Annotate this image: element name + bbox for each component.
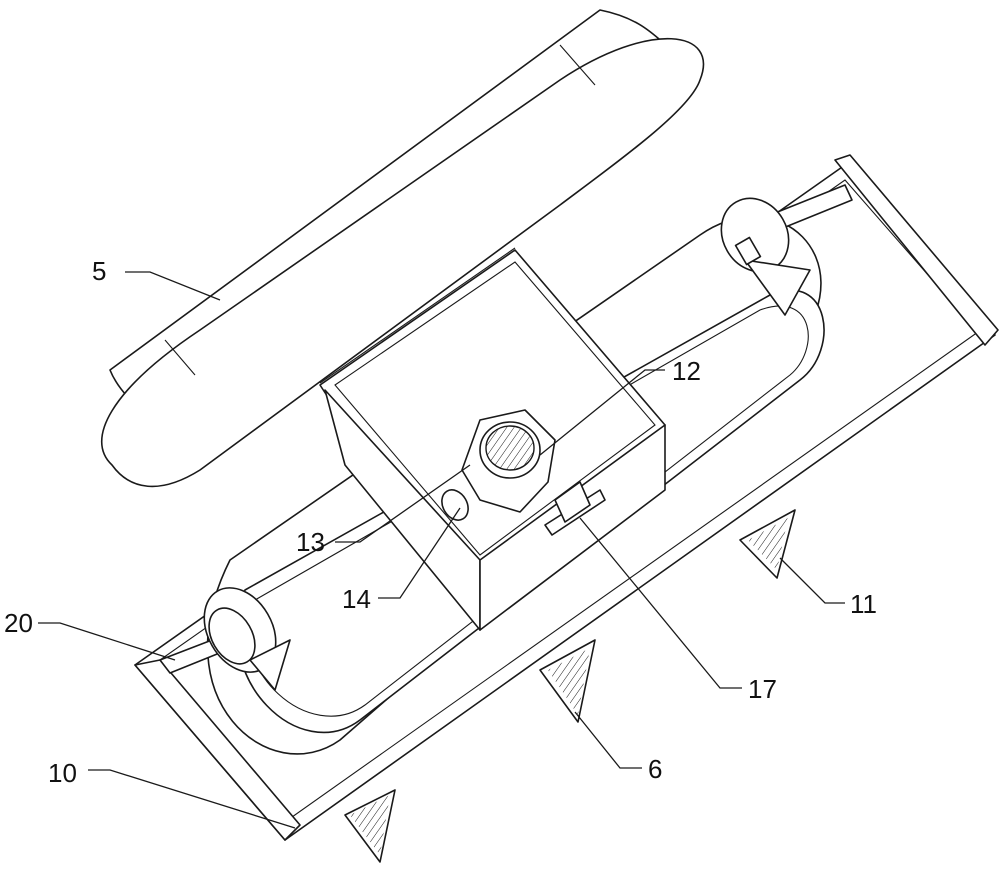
label-10: 10	[48, 758, 77, 788]
label-11: 11	[850, 589, 877, 619]
label-20: 20	[4, 608, 33, 638]
label-17: 17	[748, 674, 777, 704]
bearing-near	[203, 587, 291, 691]
hex-nut	[461, 409, 556, 513]
peg-far	[739, 509, 796, 579]
label-13: 13	[296, 527, 325, 557]
clip	[544, 481, 606, 536]
label-6: 6	[648, 754, 662, 784]
label-12: 12	[672, 356, 701, 386]
cover-plate	[100, 9, 705, 488]
label-5: 5	[92, 256, 106, 286]
label-14: 14	[342, 584, 371, 614]
reference-labels: 5 12 13 14 20 11 17 10 6	[4, 256, 877, 788]
peg-middle	[539, 639, 596, 723]
bearing-far	[720, 197, 811, 316]
leader-lines	[38, 271, 845, 829]
small-knob	[441, 489, 469, 521]
peg-near	[344, 789, 396, 863]
